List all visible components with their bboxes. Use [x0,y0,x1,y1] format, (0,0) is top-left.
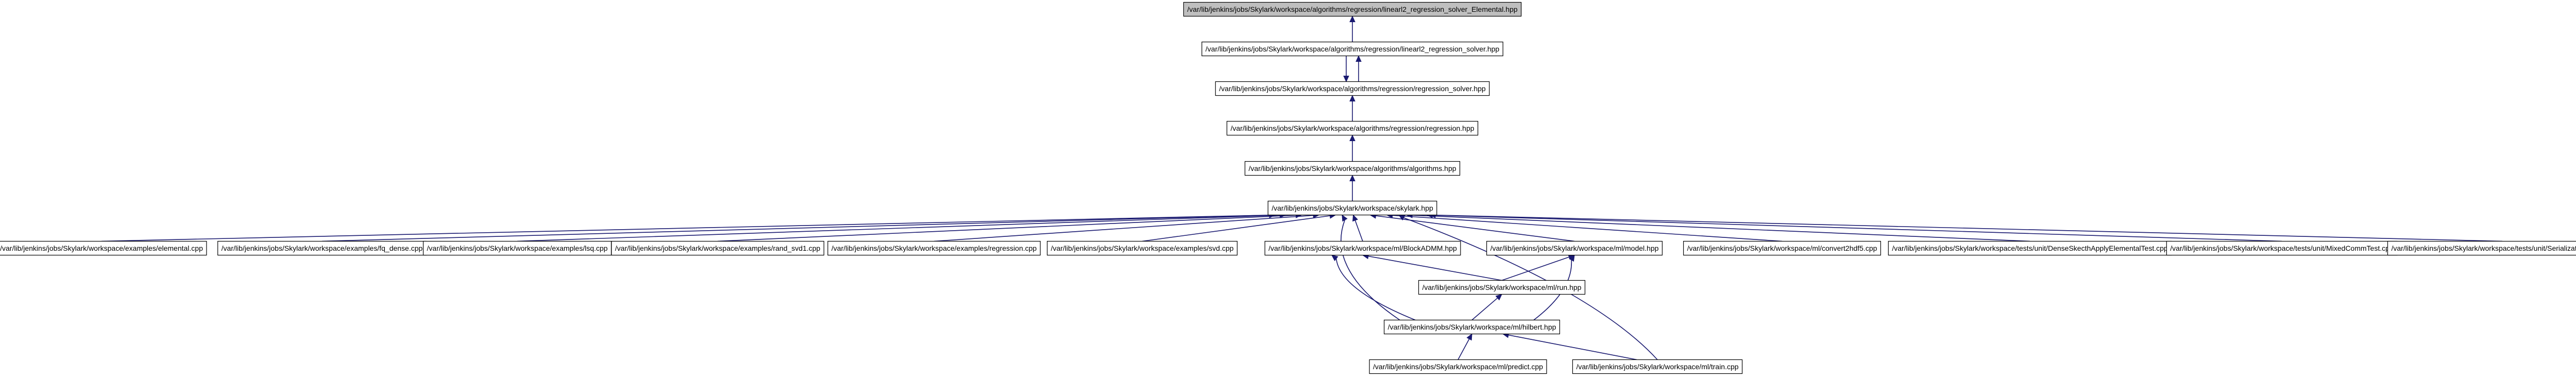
node-ml-hilbert[interactable]: /var/lib/jenkins/jobs/Skylark/workspace/… [1383,319,1561,335]
node-ml-train[interactable]: /var/lib/jenkins/jobs/Skylark/workspace/… [1572,359,1743,374]
svg-text:/var/lib/jenkins/jobs/Skylark/: /var/lib/jenkins/jobs/Skylark/workspace/… [1892,244,2168,252]
edge-ml_hilbert-to-ml_blockadmm [1331,254,1416,321]
svg-text:/var/lib/jenkins/jobs/Skylark/: /var/lib/jenkins/jobs/Skylark/workspace/… [1268,244,1457,252]
edge-tests_serial-to-skylark [1429,212,2503,242]
edge-line [101,214,1270,242]
edge-line [1142,215,1330,242]
svg-text:/var/lib/jenkins/jobs/Skylark/: /var/lib/jenkins/jobs/Skylark/workspace/… [2391,244,2576,252]
node-regression-solver-elemental[interactable]: /var/lib/jenkins/jobs/Skylark/workspace/… [1183,2,1522,17]
edge-arrowhead [1343,76,1349,82]
edge-ex_fq_dense-to-skylark [321,212,1276,242]
edge-arrowhead [1352,214,1358,222]
edge-line [321,215,1270,242]
svg-text:/var/lib/jenkins/jobs/Skylark/: /var/lib/jenkins/jobs/Skylark/workspace/… [1187,5,1517,13]
edge-ml_hilbert-to-skylark [1341,214,1400,321]
svg-text:/var/lib/jenkins/jobs/Skylark/: /var/lib/jenkins/jobs/Skylark/workspace/… [1687,244,1877,252]
edge-arrowhead [1349,95,1355,101]
node-ml-blockadmm[interactable]: /var/lib/jenkins/jobs/Skylark/workspace/… [1264,240,1461,256]
edge-ex_elemental-to-skylark [101,212,1276,242]
svg-text:/var/lib/jenkins/jobs/Skylark/: /var/lib/jenkins/jobs/Skylark/workspace/… [615,244,821,252]
node-regression-hpp[interactable]: /var/lib/jenkins/jobs/Skylark/workspace/… [1226,120,1479,136]
node-tests-serialization[interactable]: /var/lib/jenkins/jobs/Skylark/workspace/… [2387,240,2576,256]
edge-line [1335,259,1416,321]
svg-text:/var/lib/jenkins/jobs/Skylark/: /var/lib/jenkins/jobs/Skylark/workspace/… [1051,244,1234,252]
node-tests-dense-sketch-apply[interactable]: /var/lib/jenkins/jobs/Skylark/workspace/… [1888,240,2172,256]
edge-ml_hilbert-to-ml_run [1471,294,1502,321]
edge-line [1392,215,1783,242]
edge-arrowhead [1466,333,1472,341]
edge-layer [101,15,2503,360]
node-examples-lsq[interactable]: /var/lib/jenkins/jobs/Skylark/workspace/… [422,240,612,256]
svg-text:/var/lib/jenkins/jobs/Skylark/: /var/lib/jenkins/jobs/Skylark/workspace/… [1219,84,1486,93]
edge-ex_lsq-to-skylark [517,212,1286,242]
edge-skylark-to-algorithms [1349,175,1355,201]
edge-line [1508,334,1637,360]
edge-linearl2-to-elemental_hpp [1349,15,1355,42]
svg-text:/var/lib/jenkins/jobs/Skylark/: /var/lib/jenkins/jobs/Skylark/workspace/… [1576,363,1738,371]
node-examples-elemental[interactable]: /var/lib/jenkins/jobs/Skylark/workspace/… [0,240,207,256]
node-algorithms-hpp[interactable]: /var/lib/jenkins/jobs/Skylark/workspace/… [1244,161,1461,176]
edge-line [1341,219,1400,321]
edge-regression-to-regsolver [1349,95,1355,122]
edge-line [1376,215,1575,242]
edge-ml_run-to-ml_blockadmm [1362,253,1502,281]
edge-line [1458,338,1470,360]
node-regression-solver[interactable]: /var/lib/jenkins/jobs/Skylark/workspace/… [1215,81,1490,96]
node-ml-predict[interactable]: /var/lib/jenkins/jobs/Skylark/workspace/… [1369,359,1547,374]
edge-arrowhead [1355,55,1362,62]
node-examples-fq-dense[interactable]: /var/lib/jenkins/jobs/Skylark/workspace/… [217,240,427,256]
node-ml-convert2hdf5[interactable]: /var/lib/jenkins/jobs/Skylark/workspace/… [1683,240,1882,256]
edge-arrowhead [1331,254,1338,262]
edge-arrowhead [1349,175,1355,181]
edge-arrowhead [1349,134,1355,141]
edge-ml_train-to-ml_hilbert [1502,332,1637,360]
edge-line [1354,220,1363,242]
svg-text:/var/lib/jenkins/jobs/Skylark/: /var/lib/jenkins/jobs/Skylark/workspace/… [427,244,608,252]
svg-text:/var/lib/jenkins/jobs/Skylark/: /var/lib/jenkins/jobs/Skylark/workspace/… [2170,244,2394,252]
node-examples-rand-svd1[interactable]: /var/lib/jenkins/jobs/Skylark/workspace/… [611,240,824,256]
edge-line [1368,255,1502,281]
edge-ml_predict-to-ml_hilbert [1458,333,1472,360]
edge-line [1501,256,1569,281]
edge-line [1471,298,1498,321]
edge-arrowhead [1495,294,1502,301]
edge-tests_mixed-to-skylark [1426,212,2282,242]
edge-line [717,215,1296,242]
svg-text:/var/lib/jenkins/jobs/Skylark/: /var/lib/jenkins/jobs/Skylark/workspace/… [222,244,423,252]
svg-text:/var/lib/jenkins/jobs/Skylark/: /var/lib/jenkins/jobs/Skylark/workspace/… [1248,164,1456,173]
edge-line [1412,215,2030,242]
edge-linearl2-to-regsolver [1343,56,1349,82]
edge-line [517,215,1280,242]
svg-text:/var/lib/jenkins/jobs/Skylark/: /var/lib/jenkins/jobs/Skylark/workspace/… [0,244,203,252]
node-tests-mixed-comm[interactable]: /var/lib/jenkins/jobs/Skylark/workspace/… [2166,240,2398,256]
node-linearl2-regression-solver[interactable]: /var/lib/jenkins/jobs/Skylark/workspace/… [1201,41,1503,57]
edge-line [1435,214,2503,242]
edge-ml_blockadmm-to-skylark [1352,214,1363,242]
edge-arrowhead [1349,15,1355,22]
edge-algorithms-to-regression [1349,134,1355,162]
svg-text:/var/lib/jenkins/jobs/Skylark/: /var/lib/jenkins/jobs/Skylark/workspace/… [1388,323,1556,331]
edge-arrowhead [1342,214,1348,222]
svg-text:/var/lib/jenkins/jobs/Skylark/: /var/lib/jenkins/jobs/Skylark/workspace/… [1206,45,1500,53]
edge-arrowhead [1568,254,1575,262]
svg-text:/var/lib/jenkins/jobs/Skylark/: /var/lib/jenkins/jobs/Skylark/workspace/… [1373,363,1543,371]
node-ml-run[interactable]: /var/lib/jenkins/jobs/Skylark/workspace/… [1418,280,1586,295]
svg-text:/var/lib/jenkins/jobs/Skylark/: /var/lib/jenkins/jobs/Skylark/workspace/… [832,244,1037,252]
node-ml-model[interactable]: /var/lib/jenkins/jobs/Skylark/workspace/… [1486,240,1663,256]
svg-text:/var/lib/jenkins/jobs/Skylark/: /var/lib/jenkins/jobs/Skylark/workspace/… [1422,283,1582,291]
edge-line [934,215,1314,242]
svg-text:/var/lib/jenkins/jobs/Skylark/: /var/lib/jenkins/jobs/Skylark/workspace/… [1272,204,1433,212]
node-skylark-hpp[interactable]: /var/lib/jenkins/jobs/Skylark/workspace/… [1267,200,1437,216]
node-examples-svd[interactable]: /var/lib/jenkins/jobs/Skylark/workspace/… [1046,240,1238,256]
svg-text:/var/lib/jenkins/jobs/Skylark/: /var/lib/jenkins/jobs/Skylark/workspace/… [1490,244,1659,252]
edge-line [1432,215,2282,242]
edge-regsolver-to-linearl2 [1355,55,1362,82]
node-examples-regression[interactable]: /var/lib/jenkins/jobs/Skylark/workspace/… [827,240,1041,256]
svg-text:/var/lib/jenkins/jobs/Skylark/: /var/lib/jenkins/jobs/Skylark/workspace/… [1230,124,1474,132]
